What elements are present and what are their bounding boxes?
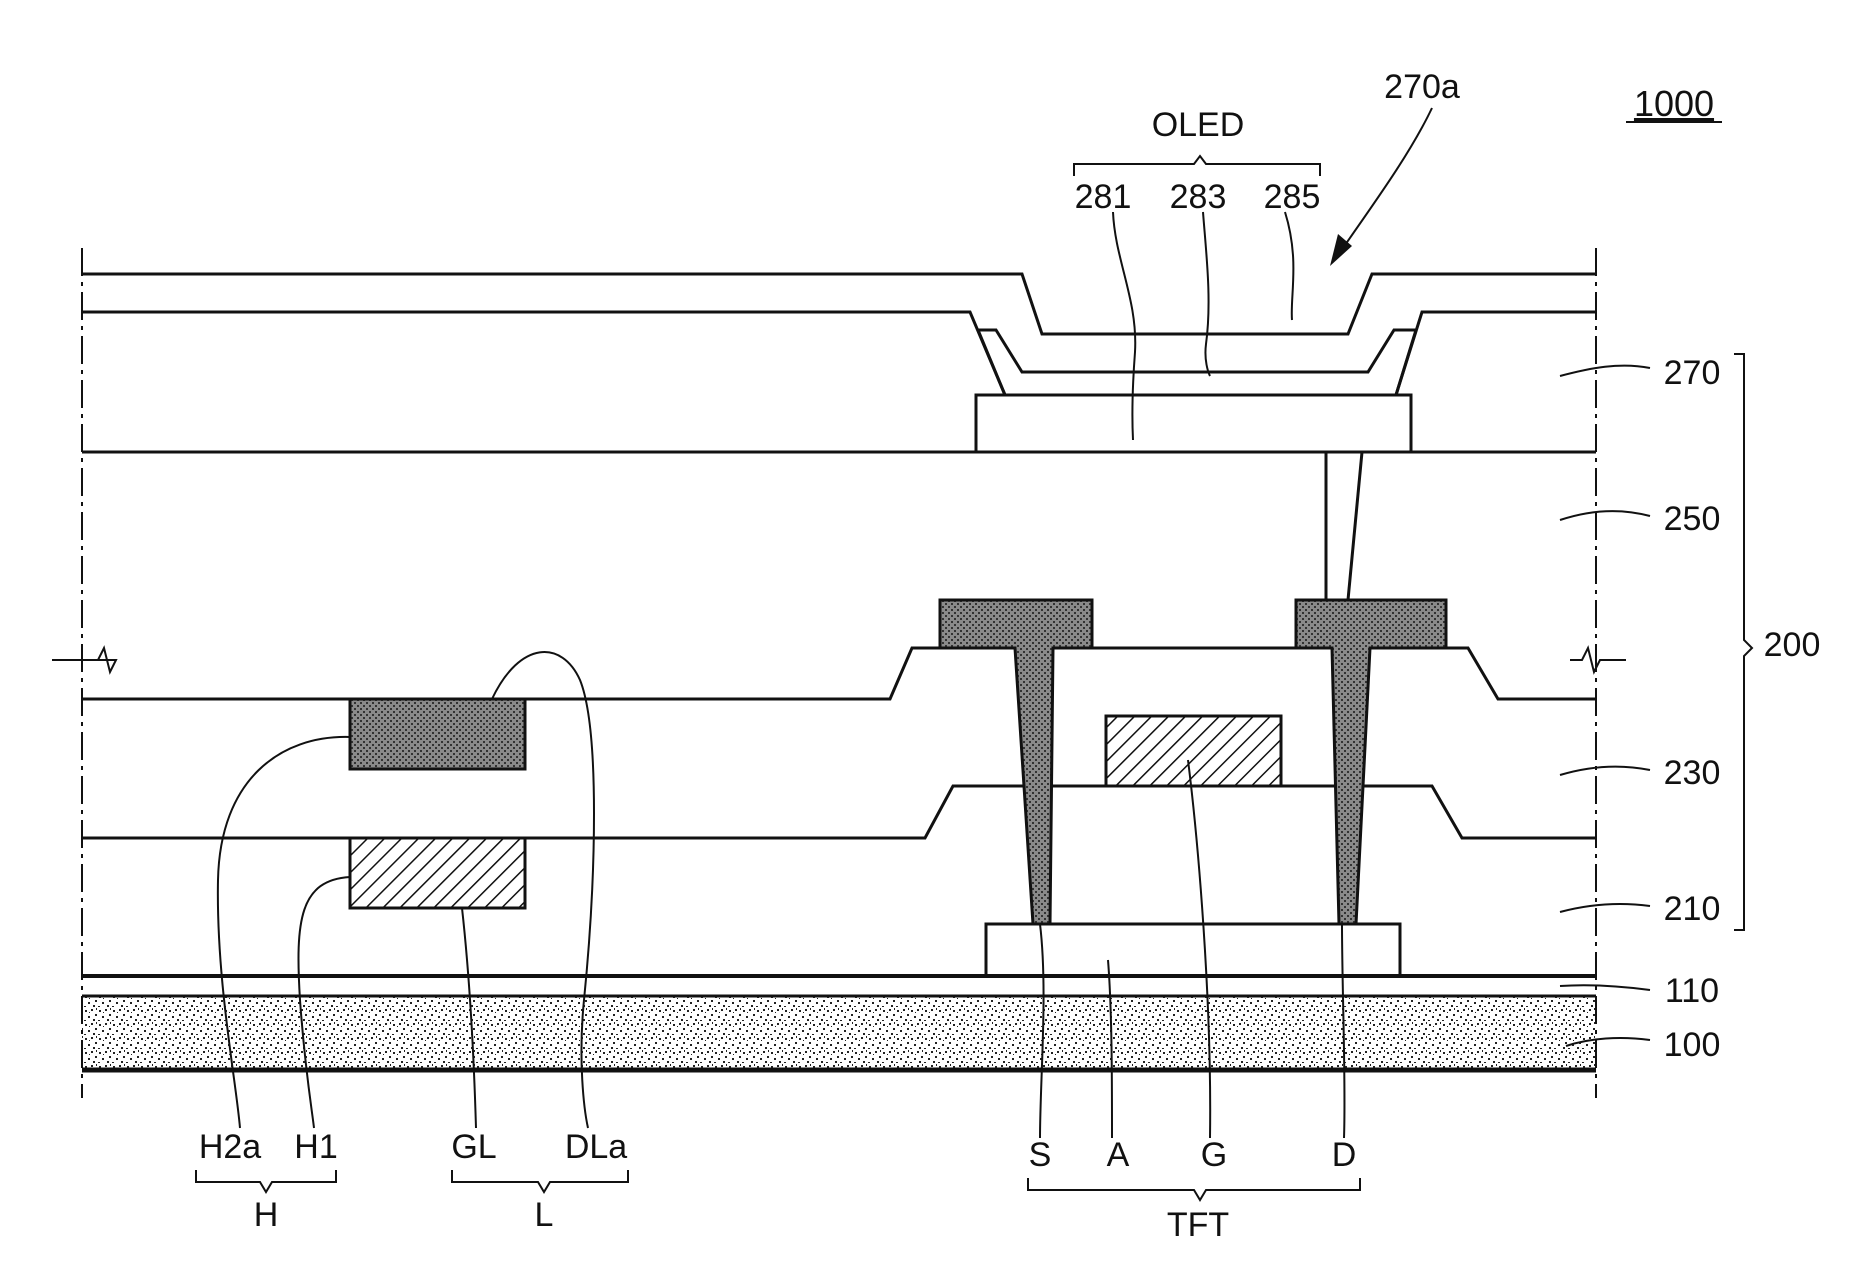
right-break-mark xyxy=(1570,648,1626,672)
figure-number: 1000 xyxy=(1634,83,1714,124)
leader-110 xyxy=(1560,985,1650,990)
emission-layer-283 xyxy=(978,330,1416,372)
data-line-DLa xyxy=(350,699,525,769)
left-break-mark xyxy=(52,648,116,672)
label-opening-270a: 270a xyxy=(1384,68,1460,106)
label-l: L xyxy=(535,1196,554,1234)
substrate-100 xyxy=(82,996,1596,1070)
pixel-electrode-281 xyxy=(976,395,1411,452)
leader-250 xyxy=(1560,511,1650,520)
brace-TFT xyxy=(1028,1178,1360,1200)
gate-electrode-G xyxy=(1106,716,1281,786)
label-281: 281 xyxy=(1075,178,1132,216)
label-h2a: H2a xyxy=(199,1128,261,1166)
label-100: 100 xyxy=(1664,1026,1721,1064)
counter-electrode-285 xyxy=(82,274,1596,334)
label-g: G xyxy=(1201,1136,1227,1174)
label-s: S xyxy=(1029,1136,1052,1174)
active-layer xyxy=(986,924,1400,976)
leader-285 xyxy=(1285,212,1293,320)
label-gl: GL xyxy=(451,1128,496,1166)
brace-H xyxy=(196,1170,336,1192)
label-250: 250 xyxy=(1664,500,1721,538)
brace-L xyxy=(452,1170,628,1192)
leader-270a xyxy=(1345,108,1432,245)
leader-270 xyxy=(1560,366,1650,376)
label-200: 200 xyxy=(1764,626,1821,664)
label-210: 210 xyxy=(1664,890,1721,928)
label-dla: DLa xyxy=(565,1128,627,1166)
label-tft: TFT xyxy=(1167,1206,1229,1244)
label-h1: H1 xyxy=(294,1128,337,1166)
label-d: D xyxy=(1332,1136,1357,1174)
label-110: 110 xyxy=(1665,972,1719,1010)
layer-270-surface xyxy=(82,312,1005,395)
source-electrode-S xyxy=(940,600,1092,924)
leader-283 xyxy=(1203,212,1210,376)
label-a: A xyxy=(1107,1136,1130,1174)
gate-line-GL xyxy=(350,838,525,908)
leader-210 xyxy=(1560,904,1650,912)
label-270: 270 xyxy=(1664,354,1721,392)
leader-230 xyxy=(1560,767,1650,775)
bracket-200 xyxy=(1734,354,1752,930)
label-oled: OLED xyxy=(1152,106,1245,144)
label-283: 283 xyxy=(1170,178,1227,216)
label-230: 230 xyxy=(1664,754,1721,792)
brace-oled xyxy=(1074,156,1320,176)
label-285: 285 xyxy=(1264,178,1321,216)
label-h: H xyxy=(254,1196,279,1234)
leader-g xyxy=(1188,760,1210,1138)
layer-210-surface xyxy=(82,786,1596,838)
drain-electrode-D xyxy=(1296,600,1446,924)
